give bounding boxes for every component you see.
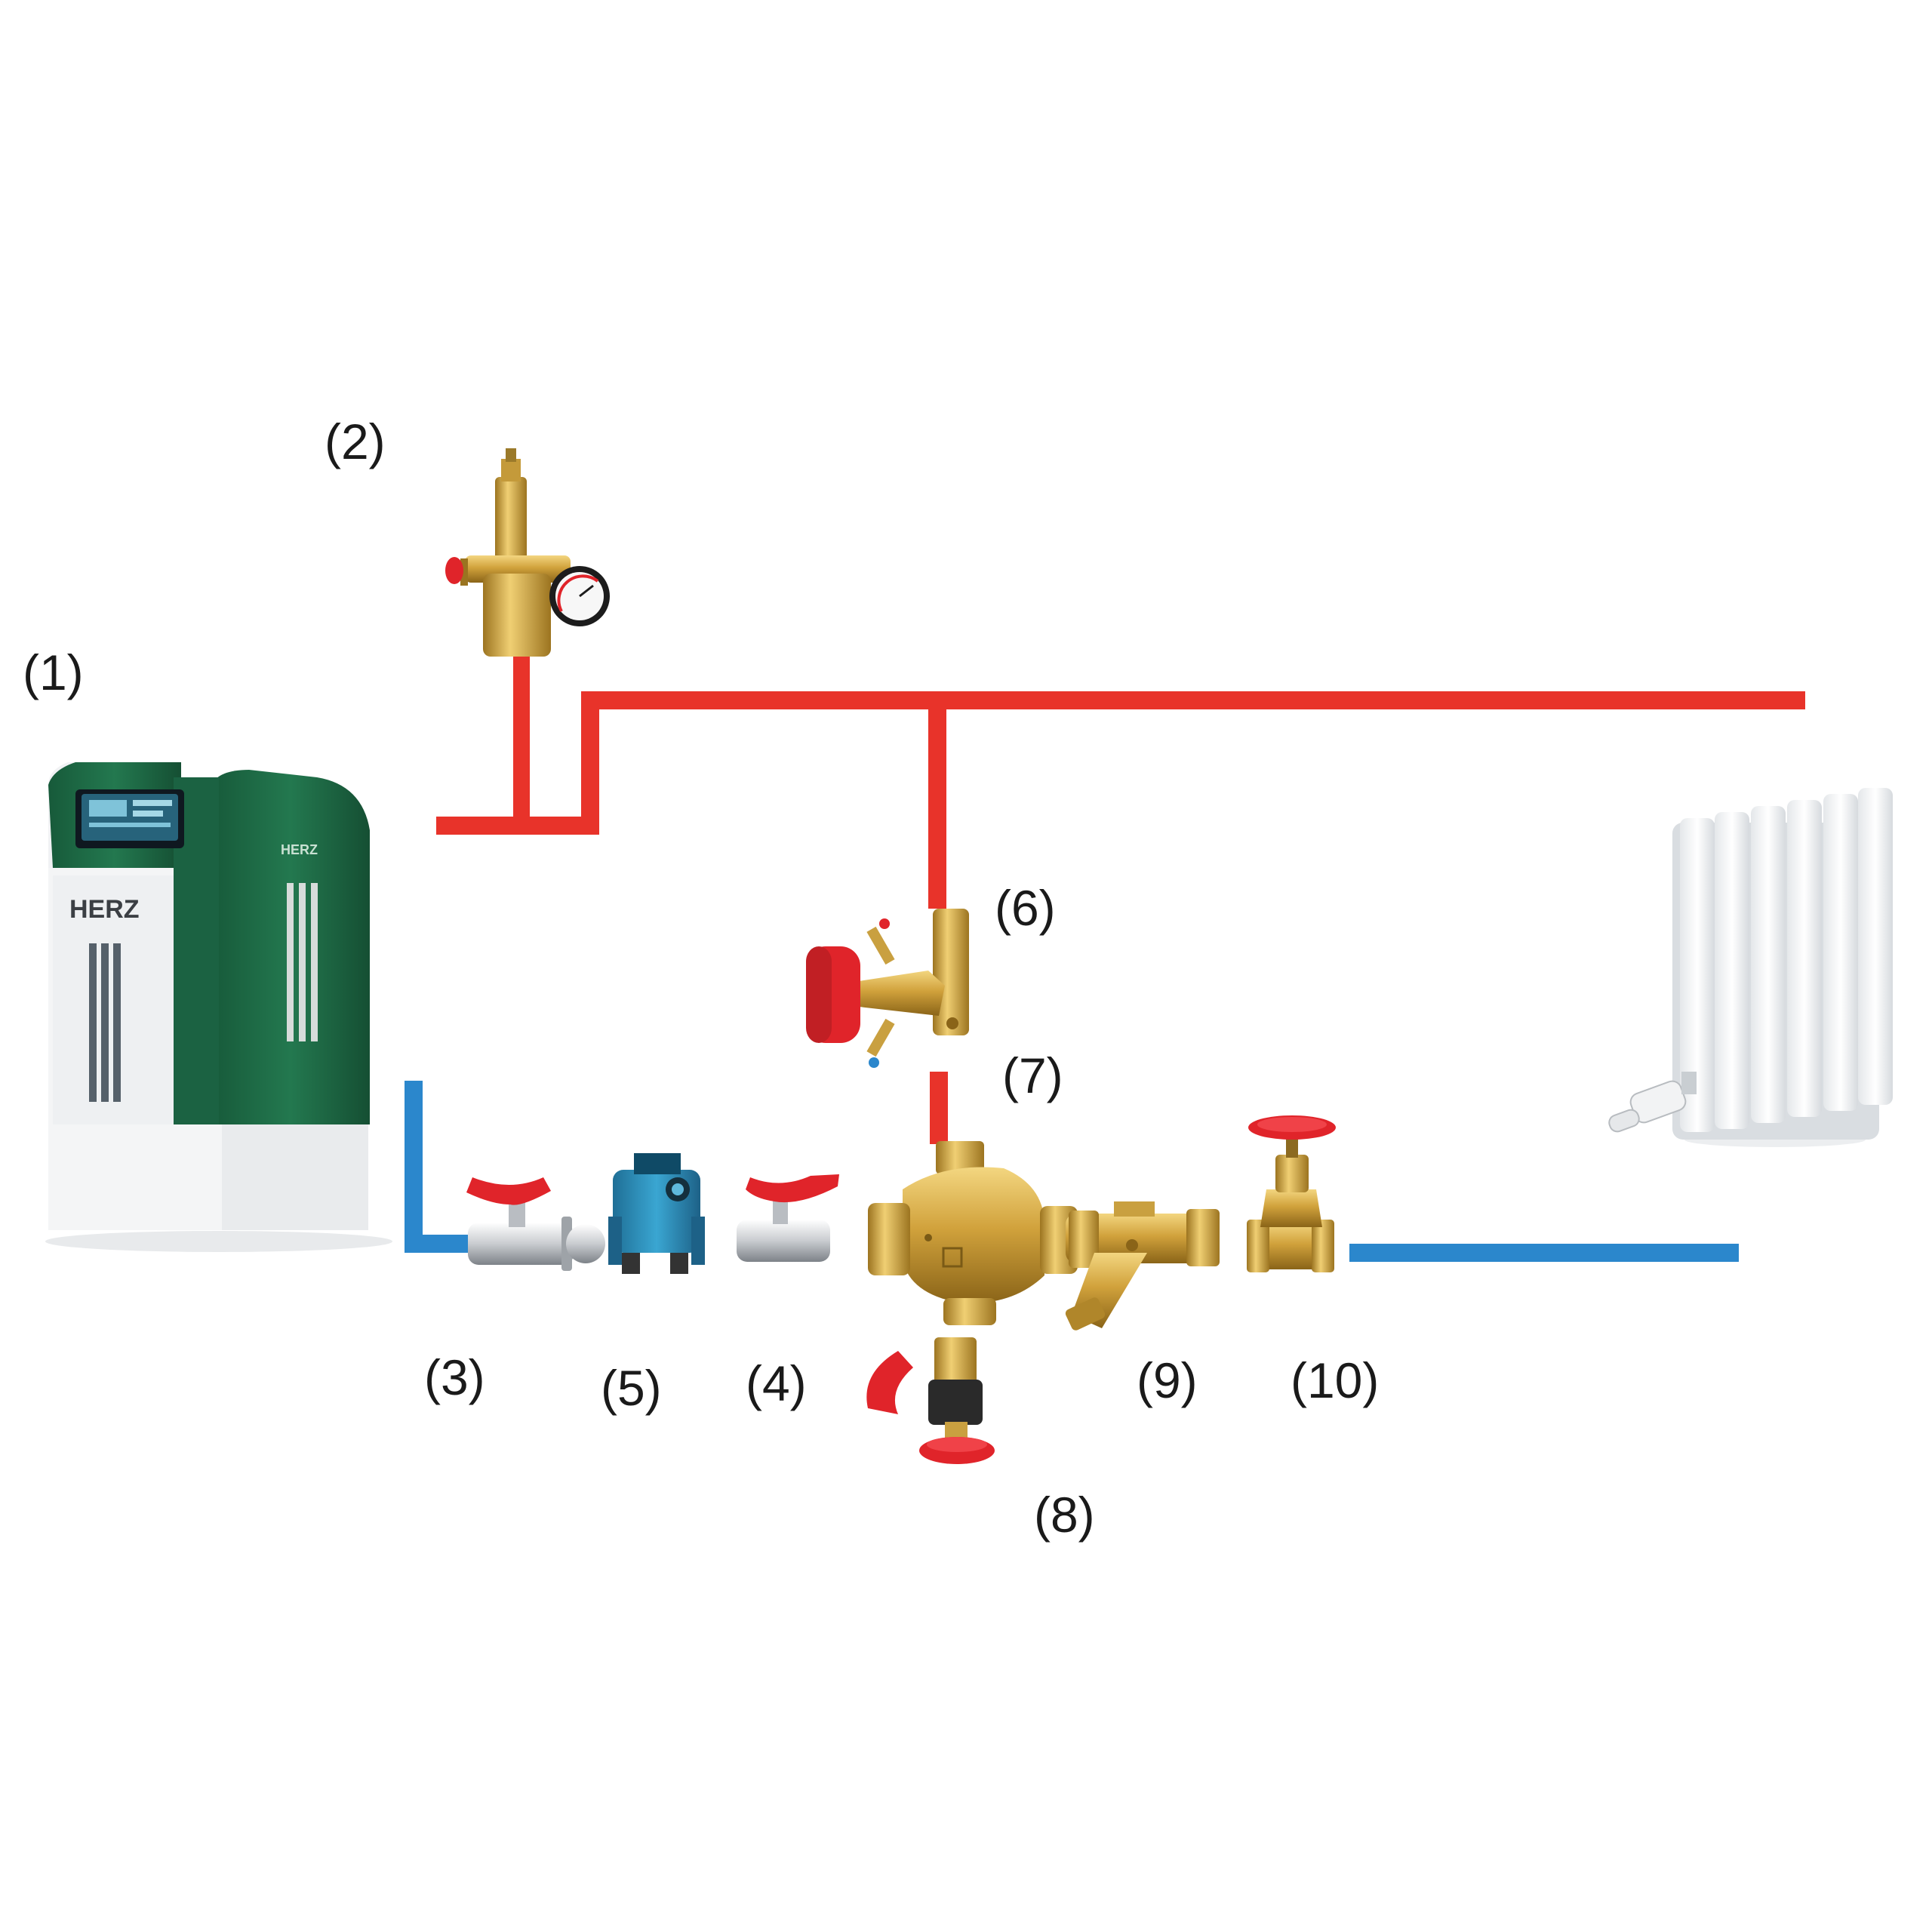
supply-safety-drop bbox=[513, 657, 530, 827]
y-strainer bbox=[1065, 1201, 1220, 1331]
boiler-brand-logo: HERZ bbox=[69, 895, 140, 924]
ball-valve-left-handle bbox=[466, 1177, 551, 1205]
supply-riser-left bbox=[581, 691, 599, 835]
label-pump: (5) bbox=[601, 1360, 662, 1416]
label-mixing-valve: (7) bbox=[1002, 1048, 1063, 1103]
ball-valve-right bbox=[737, 1174, 839, 1262]
label-connector: (8) bbox=[1034, 1487, 1095, 1543]
boiler: HERZ HERZ bbox=[45, 762, 392, 1252]
return-left-vertical bbox=[405, 1081, 423, 1253]
label-safety-group: (2) bbox=[325, 414, 386, 469]
thermostatic-head-icon bbox=[1608, 1072, 1697, 1133]
safety-valve-cap bbox=[445, 557, 463, 584]
ball-valve-left bbox=[466, 1177, 605, 1271]
return-right-line bbox=[1349, 1244, 1739, 1262]
ball-valve-right-handle bbox=[746, 1174, 839, 1203]
supply-branch-down bbox=[928, 700, 946, 909]
connector-with-cap bbox=[866, 1337, 995, 1464]
connector-red-cap bbox=[866, 1351, 913, 1414]
supply-link-lower bbox=[930, 1072, 948, 1144]
label-balancing-valve: (6) bbox=[995, 880, 1056, 936]
return-left-horizontal bbox=[405, 1235, 469, 1253]
gate-valve bbox=[1247, 1115, 1336, 1272]
boiler-vent-slots-left bbox=[89, 943, 121, 1102]
radiator bbox=[1608, 788, 1893, 1147]
three-way-mixing-valve bbox=[868, 1141, 1078, 1325]
radiator-sections bbox=[1680, 788, 1893, 1132]
balancing-valve bbox=[806, 909, 969, 1068]
label-gate-valve: (10) bbox=[1291, 1352, 1380, 1408]
label-ball-valve-right: (4) bbox=[746, 1355, 807, 1411]
boiler-vent-slots-right bbox=[287, 883, 318, 1041]
supply-main-line bbox=[581, 691, 1805, 709]
return-pipes bbox=[405, 1081, 1739, 1262]
boiler-brand-logo-small: HERZ bbox=[281, 842, 318, 857]
label-ball-valve-left: (3) bbox=[424, 1349, 485, 1405]
label-boiler: (1) bbox=[23, 645, 84, 700]
safety-group bbox=[445, 448, 610, 657]
label-strainer: (9) bbox=[1137, 1352, 1198, 1408]
circulation-pump bbox=[608, 1153, 705, 1274]
supply-pipes bbox=[436, 657, 1805, 1144]
